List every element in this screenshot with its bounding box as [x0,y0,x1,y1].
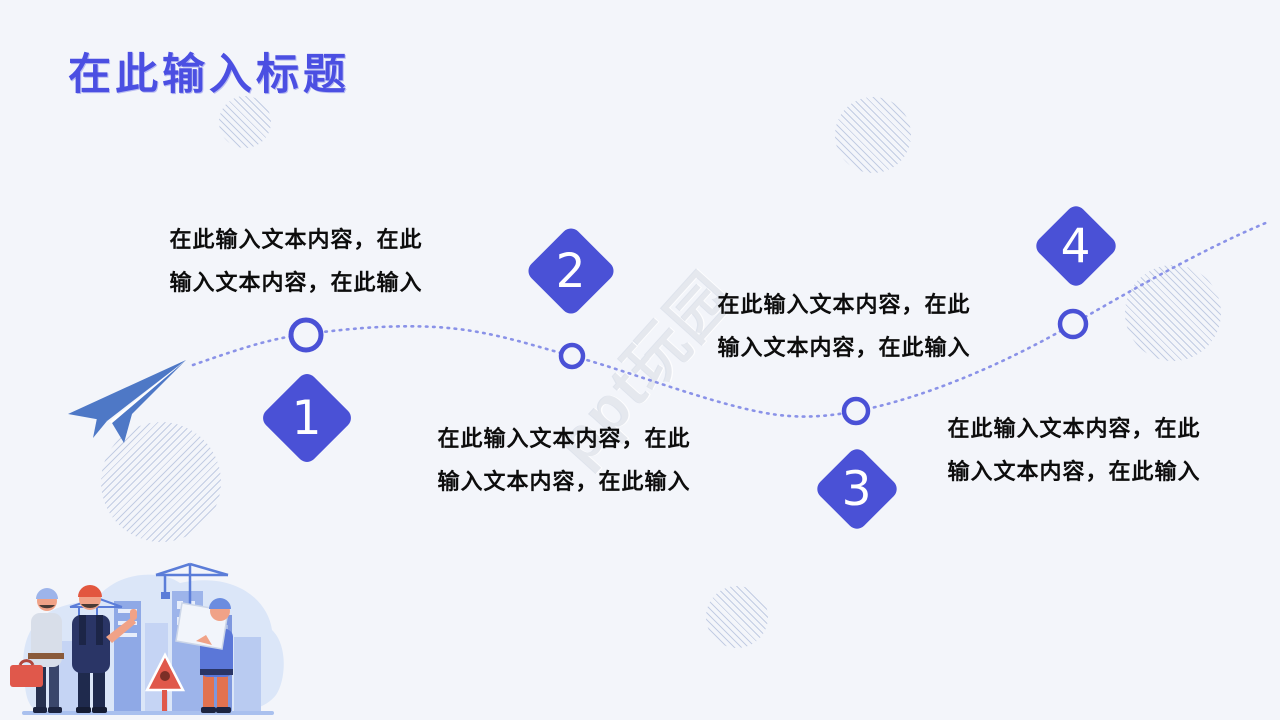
timeline-node-1 [288,317,324,353]
step-text-3[interactable]: 在此输入文本内容，在此 输入文本内容，在此输入 [418,417,710,503]
slide-title[interactable]: 在此输入标题 [68,52,350,99]
hatched-circle-decoration [1125,265,1221,361]
step-number-3: 3 [842,461,872,517]
step-text-4[interactable]: 在此输入文本内容，在此 输入文本内容，在此输入 [928,407,1220,493]
step-text-3-line1: 在此输入文本内容，在此 [437,426,691,451]
step-text-1-line1: 在此输入文本内容，在此 [169,227,423,252]
step-number-4: 4 [1061,218,1091,274]
timeline-node-2 [558,342,586,370]
construction-illustration [10,562,284,715]
step-text-2-line1: 在此输入文本内容，在此 [717,292,971,317]
step-text-4-line1: 在此输入文本内容，在此 [947,416,1201,441]
hatched-circle-decoration [101,422,221,542]
hatched-circle-decoration [835,97,911,173]
hatched-circle-decoration [706,586,768,648]
timeline-node-4 [1057,308,1089,340]
step-text-2[interactable]: 在此输入文本内容，在此 输入文本内容，在此输入 [698,283,990,369]
timeline-node-3 [841,396,871,426]
step-text-3-line2: 输入文本内容，在此输入 [437,469,691,494]
hatched-circle-decoration [219,96,271,148]
step-text-2-line2: 输入文本内容，在此输入 [717,335,971,360]
step-text-1[interactable]: 在此输入文本内容，在此 输入文本内容，在此输入 [150,218,442,304]
paper-plane-icon [68,360,186,443]
step-text-1-line2: 输入文本内容，在此输入 [169,270,423,295]
step-number-2: 2 [556,243,586,299]
step-number-1: 1 [292,390,322,446]
step-text-4-line2: 输入文本内容，在此输入 [947,459,1201,484]
